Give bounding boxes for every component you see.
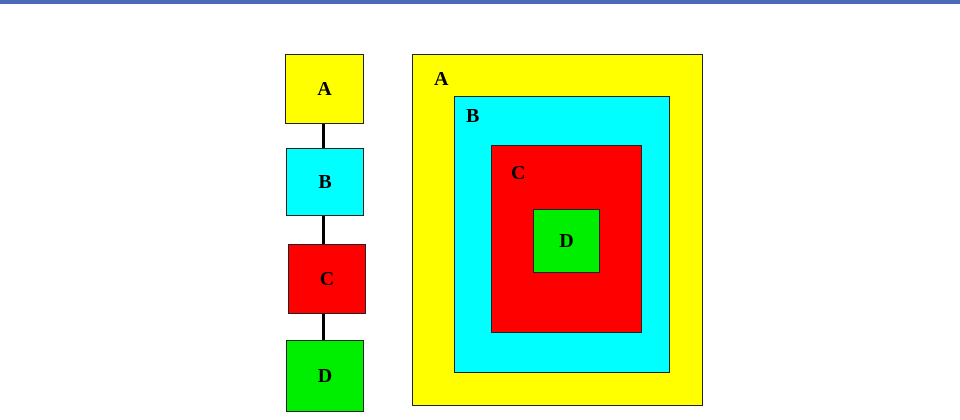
nested-region-b: B C D bbox=[454, 96, 670, 373]
nested-region-a-label: A bbox=[434, 68, 449, 90]
tree-node-b: B bbox=[286, 148, 364, 216]
tree-node-d-label: D bbox=[317, 365, 333, 387]
tree-node-a: A bbox=[285, 54, 364, 124]
nested-region-b-label: B bbox=[466, 105, 480, 127]
tree-connector-b-c bbox=[322, 216, 325, 244]
nested-region-c: C D bbox=[491, 145, 642, 333]
tree-node-c: C bbox=[288, 244, 366, 314]
nested-region-d-label: D bbox=[559, 230, 574, 252]
tree-node-d: D bbox=[286, 340, 364, 412]
nested-region-a: A B C D bbox=[412, 54, 703, 406]
nested-region-d: D bbox=[533, 209, 600, 273]
tree-connector-c-d bbox=[322, 314, 325, 340]
tree-connector-a-b bbox=[322, 124, 325, 148]
tree-node-b-label: B bbox=[318, 171, 332, 193]
top-rule bbox=[0, 0, 960, 4]
tree-node-c-label: C bbox=[319, 268, 335, 290]
nested-region-c-label: C bbox=[511, 162, 526, 184]
tree-node-a-label: A bbox=[317, 78, 332, 100]
